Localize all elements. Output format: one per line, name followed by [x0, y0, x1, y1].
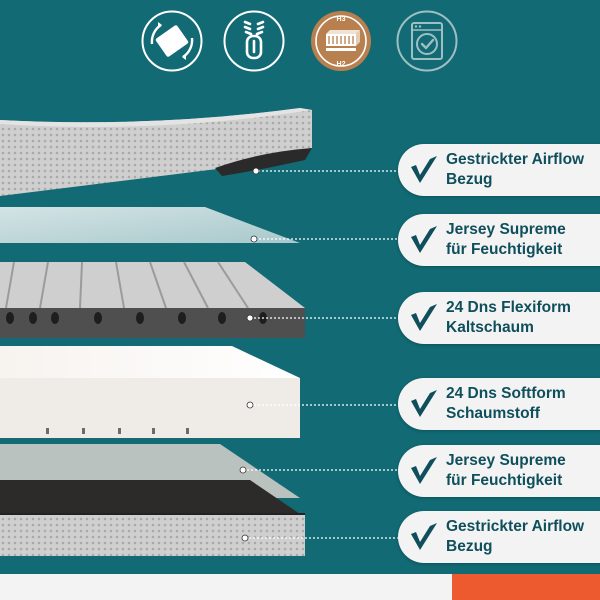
layer-name: Jersey Supreme	[446, 221, 566, 238]
layer-top-cover	[0, 108, 312, 196]
connector-dots	[239, 167, 260, 542]
layer-jersey-top	[0, 207, 300, 243]
layer-name: Gestrickter Airflow	[446, 518, 585, 535]
flip-mattress-icon	[141, 10, 203, 72]
layer-detail: für Feuchtigkeit	[446, 241, 563, 258]
layer-detail: Bezug	[446, 538, 493, 555]
connector-lines	[243, 170, 400, 539]
layer-label-text: Gestrickter Airflow Bezug	[446, 150, 600, 190]
feature-icon-flip	[141, 10, 203, 72]
layer-name: Gestrickter Airflow	[446, 151, 585, 168]
layer-label-jersey-top: Jersey Supreme für Feuchtigkeit	[398, 214, 600, 266]
layer-label-top-cover: Gestrickter Airflow Bezug	[398, 144, 600, 196]
layer-label-softform: 24 Dns Softform Schaumstoff	[398, 378, 600, 430]
hardness-h2-h3-icon: H3 H2	[311, 11, 371, 71]
layer-softform-foam	[0, 346, 300, 438]
layer-bottom-cover	[0, 480, 305, 556]
checkmark-icon	[411, 304, 437, 331]
checkmark-icon	[411, 457, 437, 484]
layer-detail: Kaltschaum	[446, 319, 534, 336]
feature-icon-washable	[396, 10, 458, 72]
hardness-bottom-label: H2	[337, 61, 346, 68]
feature-icon-zipper	[223, 10, 285, 72]
zipper-icon	[223, 10, 285, 72]
layer-label-text: 24 Dns Softform Schaumstoff	[446, 384, 600, 424]
layer-detail: für Feuchtigkeit	[446, 472, 563, 489]
layer-label-flexiform: 24 Dns Flexiform Kaltschaum	[398, 292, 600, 344]
layer-flexiform-foam	[0, 261, 305, 338]
layer-label-text: Jersey Supreme für Feuchtigkeit	[446, 451, 600, 491]
layer-detail: Schaumstoff	[446, 405, 540, 422]
layer-detail: Bezug	[446, 171, 493, 188]
checkmark-icon	[411, 523, 437, 550]
layer-label-jersey-bottom: Jersey Supreme für Feuchtigkeit	[398, 445, 600, 497]
feature-icon-hardness: H3 H2	[310, 10, 372, 72]
layer-label-text: Gestrickter Airflow Bezug	[446, 517, 600, 557]
layer-label-text: Jersey Supreme für Feuchtigkeit	[446, 220, 600, 260]
layer-name: Jersey Supreme	[446, 452, 566, 469]
checkmark-icon	[411, 226, 437, 253]
hardness-top-label: H3	[337, 16, 346, 23]
layer-name: 24 Dns Softform	[446, 385, 566, 402]
layer-name: 24 Dns Flexiform	[446, 299, 571, 316]
checkmark-icon	[411, 156, 437, 183]
footer-accent-block	[452, 574, 600, 600]
checkmark-icon	[411, 390, 437, 417]
layer-label-text: 24 Dns Flexiform Kaltschaum	[446, 298, 600, 338]
layer-label-bottom-cover: Gestrickter Airflow Bezug	[398, 511, 600, 563]
washing-machine-icon	[396, 10, 458, 72]
